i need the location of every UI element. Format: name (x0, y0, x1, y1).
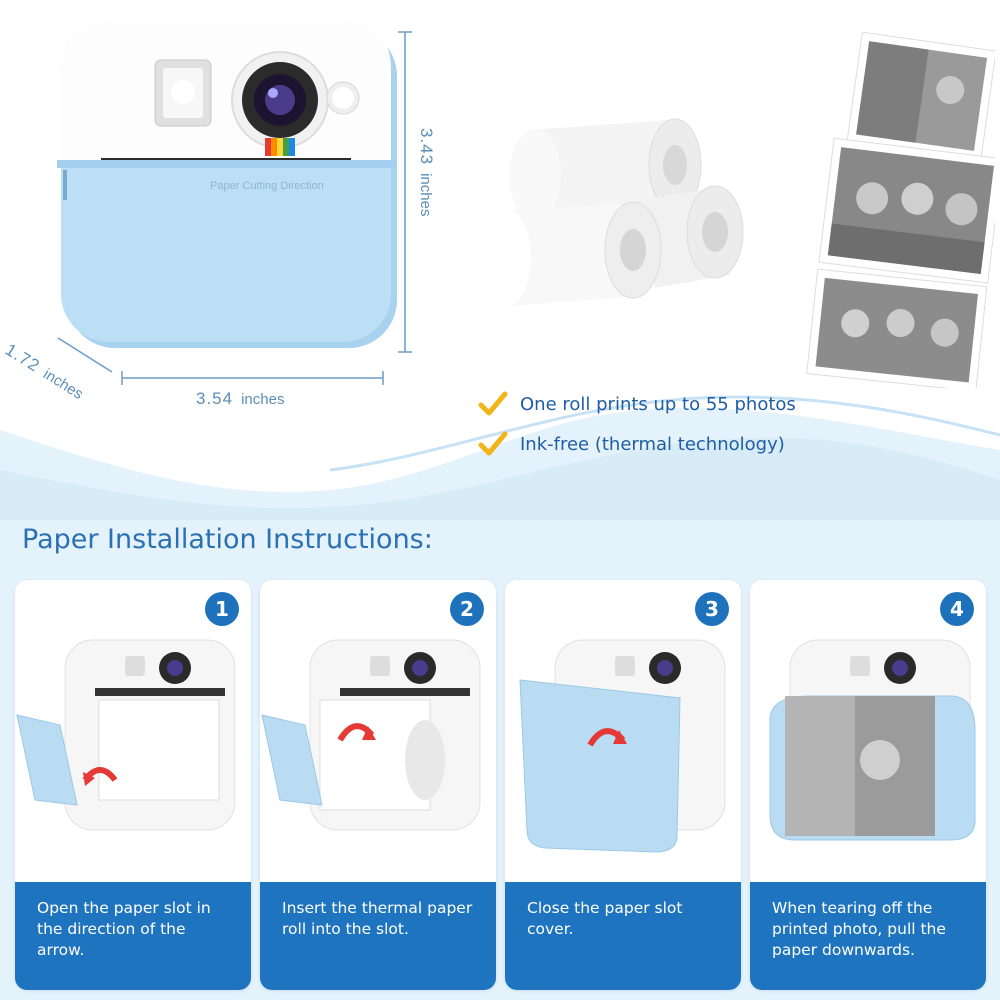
feature-list: One roll prints up to 55 photos Ink-free… (478, 388, 796, 468)
step-number-badge: 4 (940, 592, 974, 626)
step-card-3: 3 Close the paper slot cover. (505, 580, 741, 990)
section-title: Paper Installation Instructions: (22, 524, 433, 555)
feature-item: One roll prints up to 55 photos (478, 388, 796, 420)
step-card-1: 1 Open the paper slot in the direction o… (15, 580, 251, 990)
width-dimension: 3.54 inches (196, 389, 284, 409)
step-3-image (519, 639, 726, 853)
step-number-badge: 2 (450, 592, 484, 626)
height-dimension: 3.43 inches (416, 128, 436, 216)
instruction-steps: 1 Open the paper slot in the direction o… (15, 580, 986, 990)
sample-photos-image (806, 31, 995, 388)
step-4-image (769, 639, 976, 841)
height-unit: inches (417, 173, 434, 217)
check-icon (478, 391, 508, 416)
width-unit: inches (241, 391, 285, 408)
check-icon (478, 431, 508, 456)
step-number-badge: 3 (695, 592, 729, 626)
dimension-lines (57, 31, 412, 385)
feature-text: One roll prints up to 55 photos (520, 393, 796, 415)
step-card-2: 2 Insert the thermal paper roll into the… (260, 580, 496, 990)
step-card-4: 4 When tearing off the printed photo, pu… (750, 580, 986, 990)
feature-item: Ink-free (thermal technology) (478, 428, 796, 460)
step-1-image (16, 639, 236, 831)
step-caption: Open the paper slot in the direction of … (15, 882, 251, 990)
camera-image (57, 22, 397, 348)
step-caption: Insert the thermal paper roll into the s… (260, 882, 496, 990)
camera-paper-label: Paper Cutting Direction (210, 180, 324, 192)
step-caption: Close the paper slot cover. (505, 882, 741, 990)
height-value: 3.43 (417, 128, 436, 166)
step-number-badge: 1 (205, 592, 239, 626)
step-2-image (261, 639, 481, 831)
width-value: 3.54 (196, 389, 234, 408)
feature-text: Ink-free (thermal technology) (520, 433, 785, 455)
paper-rolls-image (490, 118, 744, 306)
step-caption: When tearing off the printed photo, pull… (750, 882, 986, 990)
